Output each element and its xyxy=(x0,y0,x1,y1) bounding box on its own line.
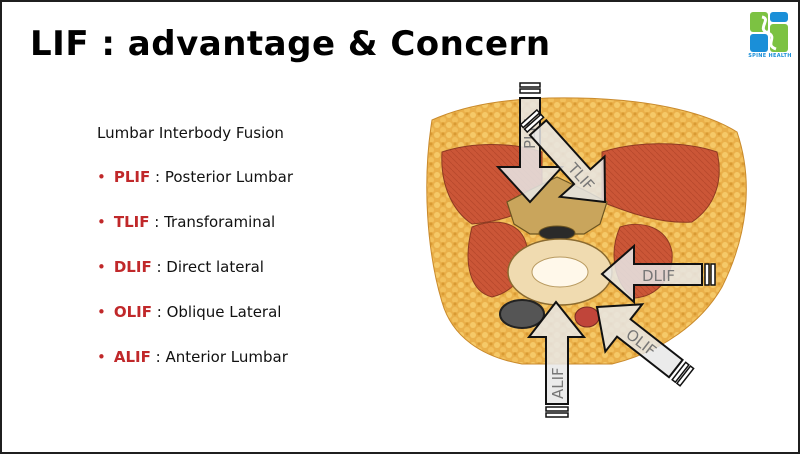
vessel-left xyxy=(499,299,545,329)
dlif-label: DLIF xyxy=(642,267,675,285)
tlif-arrow: TLIF xyxy=(519,108,607,204)
vessel-right xyxy=(574,306,600,328)
dlif-arrow: DLIF xyxy=(600,243,716,305)
item-abbr: OLIF xyxy=(113,303,152,321)
logo-text: SPINE HEALTH xyxy=(748,53,792,59)
list-item: • DLIF : Direct lateral xyxy=(97,258,293,303)
bullet: • xyxy=(97,303,106,321)
item-desc: : Oblique Lateral xyxy=(152,303,282,321)
spinal-canal xyxy=(538,225,576,241)
bullet: • xyxy=(97,168,106,186)
bullet: • xyxy=(97,348,106,366)
alif-label: ALIF xyxy=(549,367,567,399)
subtitle: Lumbar Interbody Fusion xyxy=(97,124,284,142)
spine-health-logo xyxy=(750,12,788,52)
item-desc: : Posterior Lumbar xyxy=(150,168,293,186)
item-desc: : Transforaminal xyxy=(149,213,276,231)
item-abbr: DLIF xyxy=(113,258,152,276)
approach-list: • PLIF : Posterior Lumbar • TLIF : Transfo… xyxy=(97,168,293,393)
list-item: • PLIF : Posterior Lumbar xyxy=(97,168,293,213)
list-item: • OLIF : Oblique Lateral xyxy=(97,303,293,348)
item-abbr: TLIF xyxy=(113,213,150,231)
item-abbr: PLIF xyxy=(113,168,151,186)
bullet: • xyxy=(97,258,106,276)
list-item: • ALIF : Anterior Lumbar xyxy=(97,348,293,393)
list-item: • TLIF : Transforaminal xyxy=(97,213,293,258)
item-abbr: ALIF xyxy=(113,348,151,366)
alif-arrow: ALIF xyxy=(526,300,587,418)
item-desc: : Direct lateral xyxy=(151,258,264,276)
slide-title: LIF : advantage & Concern xyxy=(30,24,551,64)
bullet: • xyxy=(97,213,106,231)
item-desc: : Anterior Lumbar xyxy=(150,348,288,366)
back-muscle-right xyxy=(601,143,720,223)
nucleus xyxy=(531,256,589,288)
